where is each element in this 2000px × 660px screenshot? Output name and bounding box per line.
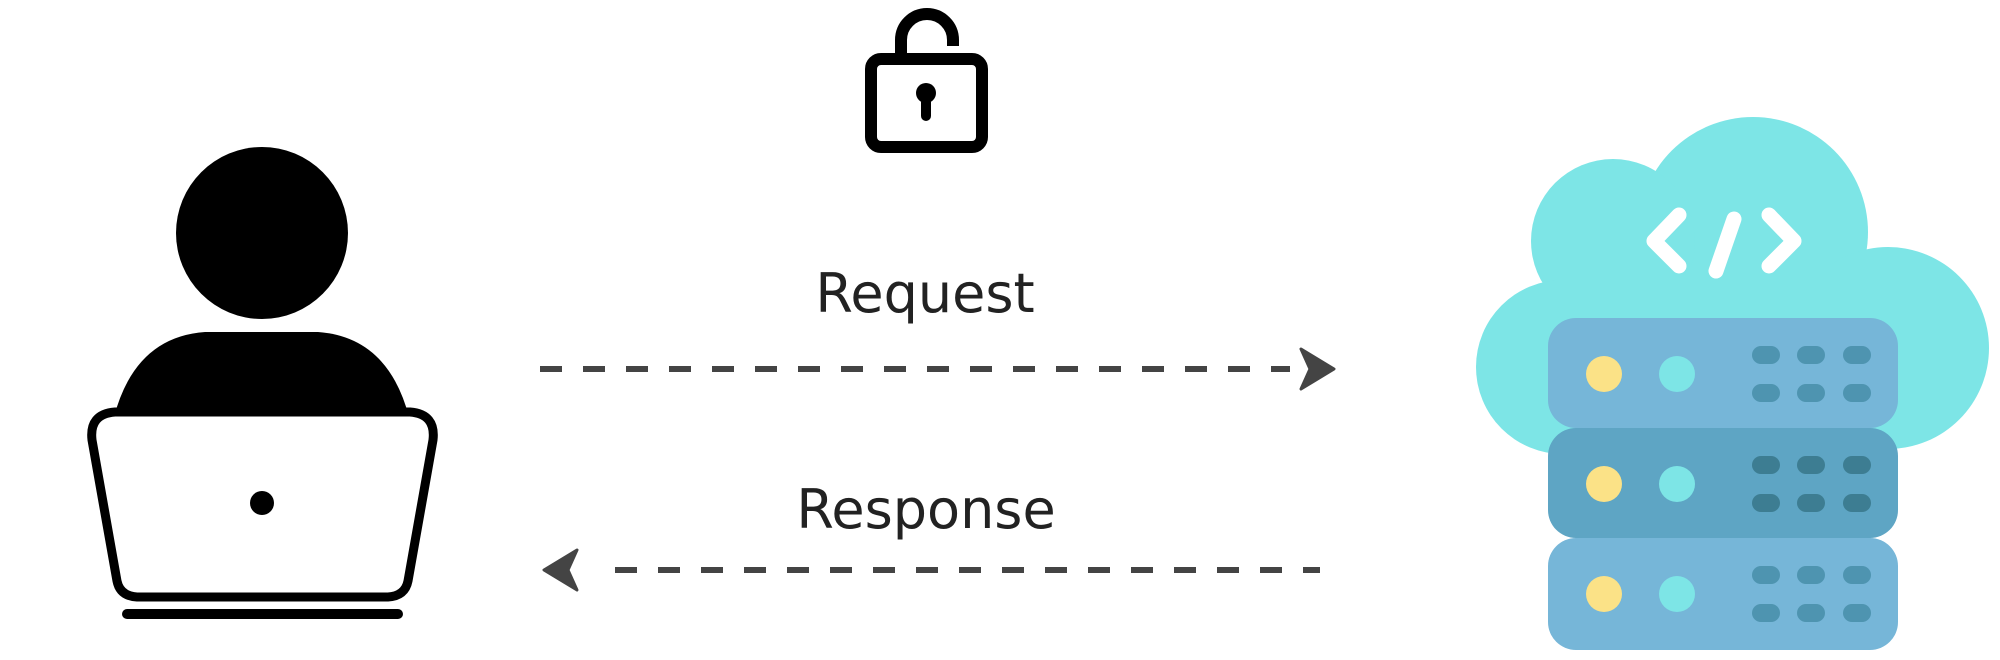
led-yellow xyxy=(1586,356,1622,392)
led-yellow xyxy=(1586,576,1622,612)
padlock-shackle xyxy=(895,8,959,58)
code-brackets-icon xyxy=(1646,207,1802,279)
laptop-logo-dot xyxy=(250,491,274,515)
response-arrowhead xyxy=(542,548,579,592)
request-label: Request xyxy=(815,262,1034,325)
drive-slots xyxy=(1752,346,1871,402)
unlocked-padlock-icon xyxy=(865,8,988,153)
response-arrow xyxy=(542,548,1320,592)
server-unit-top xyxy=(1548,318,1898,428)
request-arrow xyxy=(540,347,1336,391)
drive-slots xyxy=(1752,566,1871,622)
keyhole-top xyxy=(916,83,936,103)
led-yellow xyxy=(1586,466,1622,502)
led-cyan xyxy=(1659,576,1695,612)
keyhole-stem xyxy=(921,97,931,121)
cloud-server-icon xyxy=(1476,117,1989,650)
server-unit-middle xyxy=(1548,428,1898,538)
drive-slots xyxy=(1752,456,1871,512)
person-shoulders xyxy=(114,332,409,417)
user-laptop-icon xyxy=(87,147,438,619)
person-head xyxy=(176,147,348,319)
led-cyan xyxy=(1659,356,1695,392)
led-cyan xyxy=(1659,466,1695,502)
response-label: Response xyxy=(796,478,1055,541)
server-unit-bottom xyxy=(1548,538,1898,650)
request-arrowhead xyxy=(1299,347,1336,391)
